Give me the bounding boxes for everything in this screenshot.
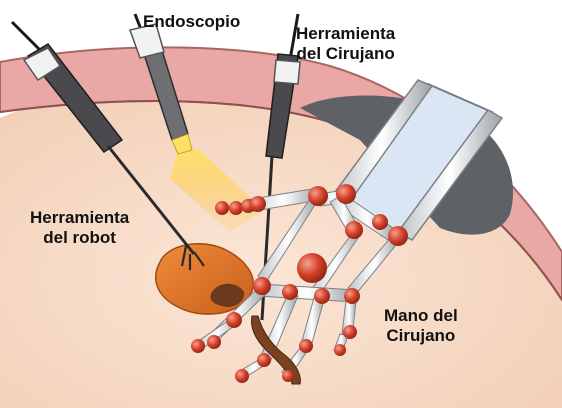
robot-tool-label: Herramienta del robot xyxy=(30,208,129,248)
surgeon-tool-label: Herramienta del Cirujano xyxy=(296,24,395,64)
surgeon-hand-label: Mano del Cirujano xyxy=(384,306,458,346)
surgeon-tool-label-line1: Herramienta xyxy=(296,24,395,44)
endoscope-label-text: Endoscopio xyxy=(143,12,240,32)
endoscope-label: Endoscopio xyxy=(143,12,240,32)
robot-tool-label-line1: Herramienta xyxy=(30,208,129,228)
surgeon-hand-label-line1: Mano del xyxy=(384,306,458,326)
robot-tool-label-line2: del robot xyxy=(30,228,129,248)
surgeon-tool-label-line2: del Cirujano xyxy=(296,44,395,64)
surgeon-hand-label-line2: Cirujano xyxy=(384,326,458,346)
